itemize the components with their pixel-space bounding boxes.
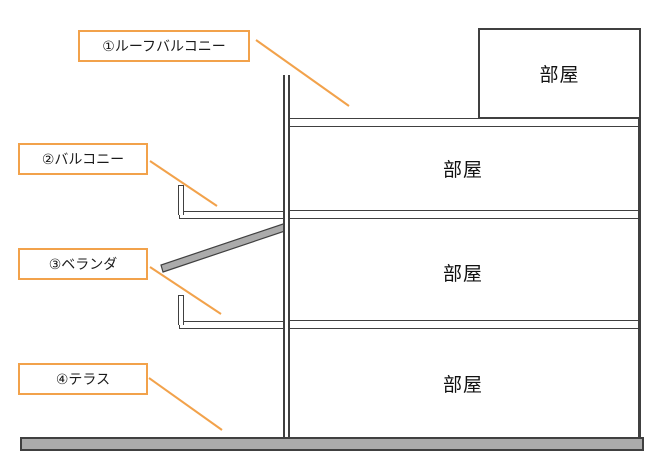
callout-veranda: ③ベランダ [18, 248, 148, 280]
penthouse-room: 部屋 [478, 28, 641, 119]
leader-line-veranda [149, 266, 222, 315]
slab-roof-balcony [285, 118, 641, 127]
leader-line-roof-balcony [255, 39, 350, 107]
callout-balcony-label: ②バルコニー [41, 151, 125, 167]
veranda-roof-eave [160, 222, 289, 273]
upper-room-label: 部屋 [442, 159, 483, 181]
leader-line-terrace [148, 377, 223, 431]
callout-balcony: ②バルコニー [18, 143, 148, 175]
middle-room-label: 部屋 [442, 263, 483, 285]
callout-roof-balcony: ①ルーフバルコニー [78, 30, 250, 62]
ground-slab [20, 437, 644, 451]
callout-terrace: ④テラス [18, 363, 148, 395]
ground-room-label: 部屋 [442, 374, 483, 396]
ground-room: 部屋 [285, 363, 641, 403]
middle-room: 部屋 [285, 252, 641, 292]
slab-upper-floor [285, 210, 641, 219]
right-wall [638, 119, 641, 437]
callout-terrace-label: ④テラス [55, 371, 111, 387]
callout-veranda-label: ③ベランダ [48, 256, 118, 272]
callout-roof-balcony-label: ①ルーフバルコニー [102, 38, 226, 54]
veranda-railing [178, 295, 184, 325]
penthouse-room-label: 部屋 [539, 65, 580, 86]
exterior-wall [283, 75, 290, 437]
upper-room: 部屋 [285, 148, 641, 188]
slab-lower-floor [285, 320, 641, 329]
balcony-railing [178, 185, 184, 215]
balcony-floor-slab [179, 211, 287, 219]
veranda-floor-slab [179, 321, 287, 329]
